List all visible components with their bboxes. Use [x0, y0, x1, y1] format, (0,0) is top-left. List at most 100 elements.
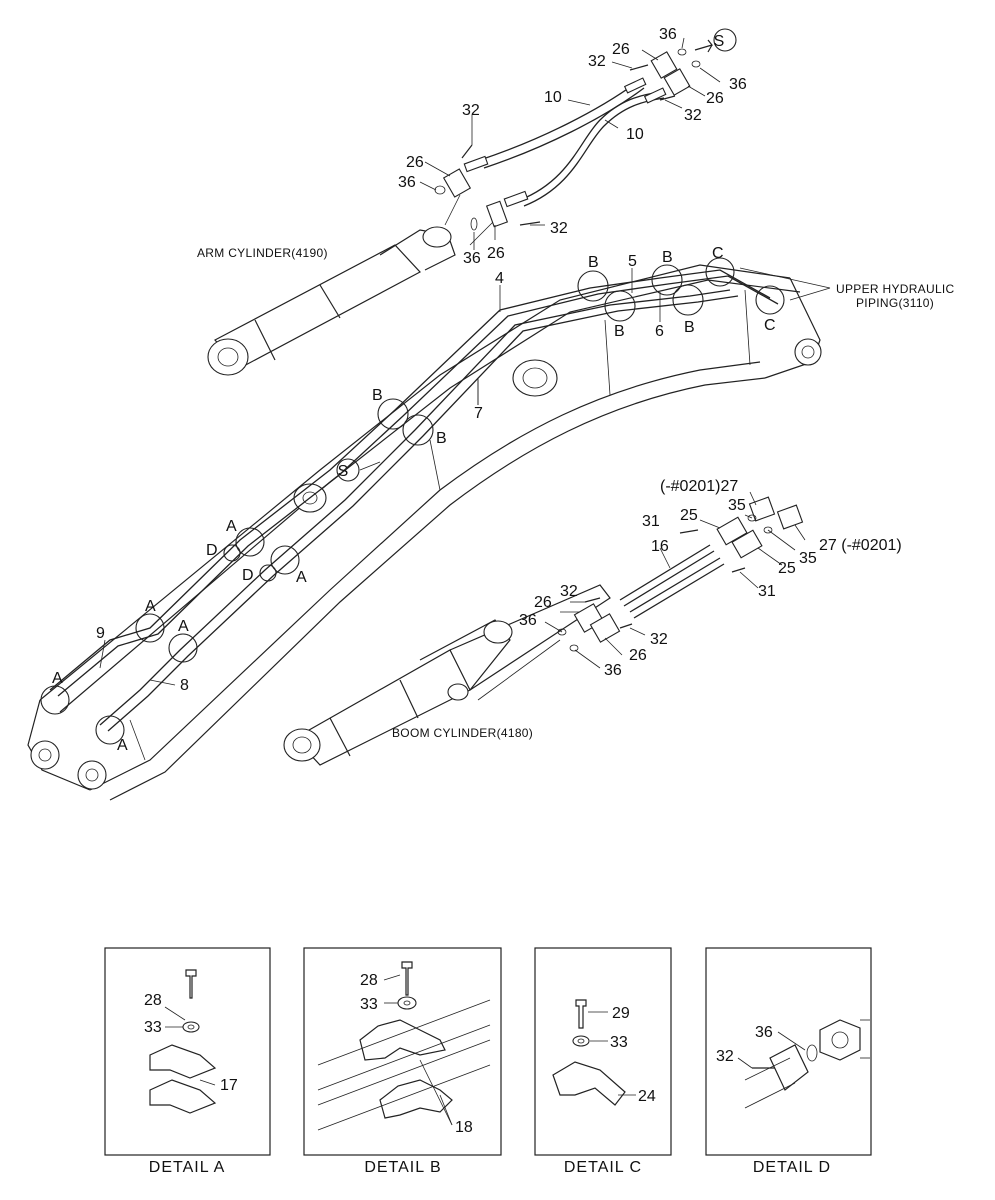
boom-cyl-leaders	[544, 491, 806, 669]
part-36-label-c: 36	[659, 26, 677, 43]
clamp-b-1	[377, 398, 409, 430]
part-32-label-d: 32	[684, 107, 702, 124]
clamp-a-5	[235, 527, 265, 557]
part-36-label-b: 36	[463, 250, 481, 267]
b-label-6: B	[684, 319, 695, 336]
part-32-label-a: 32	[462, 102, 480, 119]
clamp-b-6	[672, 284, 704, 316]
clamp-a-4	[168, 633, 198, 663]
part-26-label-f: 26	[629, 647, 647, 664]
detail-a-28: 28	[144, 992, 162, 1009]
a-label-3: A	[145, 598, 156, 615]
clamp-a-2	[95, 715, 125, 745]
part-25-label-b: 25	[778, 560, 796, 577]
boom-cylinder-label: BOOM CYLINDER(4180)	[392, 726, 533, 740]
part-26-label-b: 26	[487, 245, 505, 262]
part-35-label-b: 35	[799, 550, 817, 567]
arm-cylinder-head	[422, 226, 452, 248]
detail-c-panel: 29 33 24 DETAIL C	[534, 947, 672, 1176]
detail-d-panel: 36 32 DETAIL D	[705, 947, 872, 1176]
arm-leaders	[419, 37, 721, 250]
plate-27-a	[748, 496, 776, 522]
clamp-a-3	[135, 613, 165, 643]
clamp-markers	[40, 257, 785, 745]
flange-25-b	[731, 529, 763, 559]
part-16-label: 16	[651, 538, 669, 555]
part-36-label-d: 36	[729, 76, 747, 93]
detail-a-panel: 28 33 17 DETAIL A	[104, 947, 271, 1176]
b-label-1: B	[372, 387, 383, 404]
detail-c-box	[534, 947, 672, 1156]
detail-b-33: 33	[360, 996, 378, 1013]
b-label-5: B	[662, 249, 673, 266]
serial-27-label-b: 27 (-#0201)	[819, 537, 902, 554]
upper-hydraulic-label-2: PIPING(3110)	[856, 296, 934, 310]
clamp-c-1	[705, 257, 735, 287]
part-36-label-a: 36	[398, 174, 416, 191]
boom-body	[27, 264, 822, 801]
main-labels: ARM CYLINDER(4190) BOOM CYLINDER(4180) U…	[52, 26, 955, 754]
part-4-label: 4	[495, 270, 504, 287]
part-10-label-b: 10	[626, 126, 644, 143]
part-26-label-c: 26	[612, 41, 630, 58]
boom-nose-pin-lower	[77, 760, 107, 790]
a-label-4: A	[178, 618, 189, 635]
part-31-label-b: 31	[758, 583, 776, 600]
flange-26-f	[589, 613, 621, 643]
detail-c-29: 29	[612, 1005, 630, 1022]
upper-hydraulic-label-1: UPPER HYDRAULIC	[836, 282, 955, 296]
serial-27-label-a: (-#0201)27	[660, 478, 738, 495]
part-8-label: 8	[180, 677, 189, 694]
detail-d-box	[705, 947, 872, 1156]
boom-nose-pin-upper	[30, 740, 60, 770]
clamp-d-1	[223, 544, 241, 562]
part-32-label-e: 32	[560, 583, 578, 600]
arm-cylinder-label: ARM CYLINDER(4190)	[197, 246, 328, 260]
part-32-label-c: 32	[588, 53, 606, 70]
part-35-label-a: 35	[728, 497, 746, 514]
part-31-label-a: 31	[642, 513, 660, 530]
detail-d-caption: DETAIL D	[753, 1159, 831, 1176]
part-26-label-a: 26	[406, 154, 424, 171]
a-label-6: A	[296, 569, 307, 586]
clamp-b-2	[402, 414, 434, 446]
clamp-a-1	[40, 685, 70, 715]
part-6-label: 6	[655, 323, 664, 340]
arm-cylinder	[207, 194, 501, 376]
s-marker-top	[713, 28, 737, 52]
part-36-label-e: 36	[519, 612, 537, 629]
detail-c-24: 24	[638, 1088, 656, 1105]
d-label-1: D	[206, 542, 218, 559]
part-32-label-f: 32	[650, 631, 668, 648]
arm-cylinder-rod-eye	[207, 338, 249, 376]
part-36-label-f: 36	[604, 662, 622, 679]
arm-cylinder-hoses	[434, 28, 737, 231]
flange-26-a	[442, 168, 472, 198]
boom-cylinder	[283, 584, 611, 766]
plate-27-b	[776, 504, 804, 530]
part-25-label-a: 25	[680, 507, 698, 524]
detail-c-33: 33	[610, 1034, 628, 1051]
boom-cylinder-boss	[512, 359, 558, 397]
flange-25-a	[716, 516, 748, 546]
clamp-c-2	[755, 285, 785, 315]
part-10-label-a: 10	[544, 89, 562, 106]
detail-b-caption: DETAIL B	[364, 1159, 441, 1176]
part-9-label: 9	[96, 625, 105, 642]
boom-cylinder-head	[483, 620, 513, 644]
clamp-b-5	[651, 264, 683, 296]
detail-c-caption: DETAIL C	[564, 1159, 642, 1176]
part-7-label: 7	[474, 405, 483, 422]
flange-26-c	[650, 51, 678, 79]
a-label-5: A	[226, 518, 237, 535]
detail-a-17: 17	[220, 1077, 238, 1094]
b-label-4: B	[614, 323, 625, 340]
s-label-boom: S	[338, 463, 349, 480]
part-26-label-d: 26	[706, 90, 724, 107]
detail-d-32: 32	[716, 1048, 734, 1065]
a-label-1: A	[52, 670, 63, 687]
detail-d-36: 36	[755, 1024, 773, 1041]
b-label-2: B	[436, 430, 447, 447]
detail-b-28: 28	[360, 972, 378, 989]
